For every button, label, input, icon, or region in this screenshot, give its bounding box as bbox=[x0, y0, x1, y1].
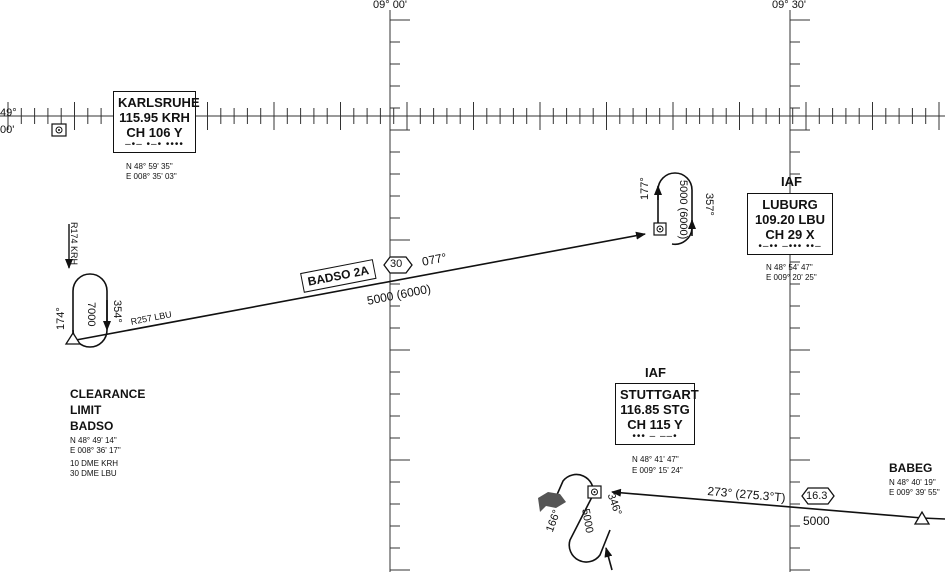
luburg-hold-outbound: 357° bbox=[703, 193, 715, 216]
radial-krh-label: R174 KRH bbox=[69, 222, 79, 266]
luburg-vor-symbol bbox=[653, 222, 667, 236]
longitude-minute-ticks bbox=[390, 19, 810, 571]
stuttgart-channel: CH 115 Y bbox=[627, 417, 683, 432]
route-babeg-stuttgart bbox=[611, 488, 923, 519]
karlsruhe-morse: –•– •–• •••• bbox=[125, 139, 184, 150]
luburg-frequency: 109.20 LBU bbox=[754, 212, 826, 227]
karlsruhe-name: KARLSRUHE bbox=[118, 95, 200, 110]
luburg-name: LUBURG bbox=[762, 197, 818, 212]
babeg-distance: 16.3 bbox=[806, 490, 828, 502]
badso-waypoint-triangle bbox=[64, 331, 82, 345]
stuttgart-name: STUTTGART bbox=[620, 387, 699, 402]
babeg-altitude: 5000 bbox=[803, 514, 830, 528]
badso-dme-lbu: 30 DME LBU bbox=[70, 469, 117, 478]
karlsruhe-navaid-box: KARLSRUHE 115.95 KRH CH 106 Y –•– •–• ••… bbox=[113, 91, 200, 153]
latitude-label-min: 00' bbox=[0, 124, 15, 136]
stuttgart-lat: N 48° 41' 47" bbox=[632, 455, 679, 464]
distance-hexagon-babeg bbox=[801, 487, 835, 505]
route-badso-distance: 30 bbox=[390, 258, 403, 270]
latitude-label-deg: 49° bbox=[0, 107, 17, 119]
luburg-iaf-label: IAF bbox=[781, 174, 802, 189]
karlsruhe-vor-symbol bbox=[51, 123, 67, 137]
badso-dme-krh: 10 DME KRH bbox=[70, 459, 119, 468]
badso-hold-altitude: 7000 bbox=[85, 302, 97, 327]
terrain-shading bbox=[538, 492, 566, 512]
luburg-lon: E 009° 20' 25" bbox=[766, 273, 817, 282]
longitude-label-0930: 09° 30' bbox=[772, 0, 807, 11]
babeg-waypoint-triangle bbox=[913, 510, 931, 525]
stuttgart-vor-symbol bbox=[587, 485, 602, 499]
clearance-limit-line2: LIMIT bbox=[70, 403, 102, 417]
badso-hold-outbound: 354° bbox=[111, 300, 123, 323]
badso-hold-inbound: 174° bbox=[55, 307, 67, 330]
clearance-limit-line1: CLEARANCE bbox=[70, 387, 146, 401]
babeg-name: BABEG bbox=[889, 461, 933, 475]
badso-lon: E 008° 36' 17" bbox=[70, 446, 121, 455]
clearance-limit-line3: BADSO bbox=[70, 419, 114, 433]
karlsruhe-channel: CH 106 Y bbox=[126, 125, 183, 140]
distance-hexagon-badso bbox=[383, 256, 413, 274]
stuttgart-iaf-label: IAF bbox=[645, 365, 666, 380]
karlsruhe-lon: E 008° 35' 03" bbox=[126, 172, 177, 181]
babeg-lat: N 48° 40' 19" bbox=[889, 478, 936, 487]
route-badso-luburg bbox=[75, 231, 646, 341]
babeg-lon: E 009° 39' 55" bbox=[889, 488, 940, 497]
stuttgart-frequency: 116.85 STG bbox=[620, 402, 690, 417]
stuttgart-navaid-box: STUTTGART 116.85 STG CH 115 Y ••• – ––• bbox=[615, 383, 699, 445]
karlsruhe-frequency: 115.95 KRH bbox=[119, 110, 190, 125]
badso-lat: N 48° 49' 14" bbox=[70, 436, 117, 445]
luburg-morse: •–•• –••• ••– bbox=[758, 241, 822, 252]
luburg-channel: CH 29 X bbox=[765, 227, 815, 242]
stuttgart-morse: ••• – ––• bbox=[632, 431, 678, 442]
luburg-hold-inbound: 177° bbox=[639, 177, 651, 200]
stuttgart-lon: E 009° 15' 24" bbox=[632, 466, 683, 475]
luburg-hold-altitude: 5000 (6000) bbox=[677, 180, 689, 240]
longitude-label-0900: 09° 00' bbox=[373, 0, 408, 11]
luburg-navaid-box: LUBURG 109.20 LBU CH 29 X •–•• –••• ••– bbox=[747, 193, 833, 255]
karlsruhe-lat: N 48° 59' 35" bbox=[126, 162, 173, 171]
luburg-lat: N 48° 54' 47" bbox=[766, 263, 813, 272]
holding-pattern-luburg bbox=[654, 172, 696, 246]
